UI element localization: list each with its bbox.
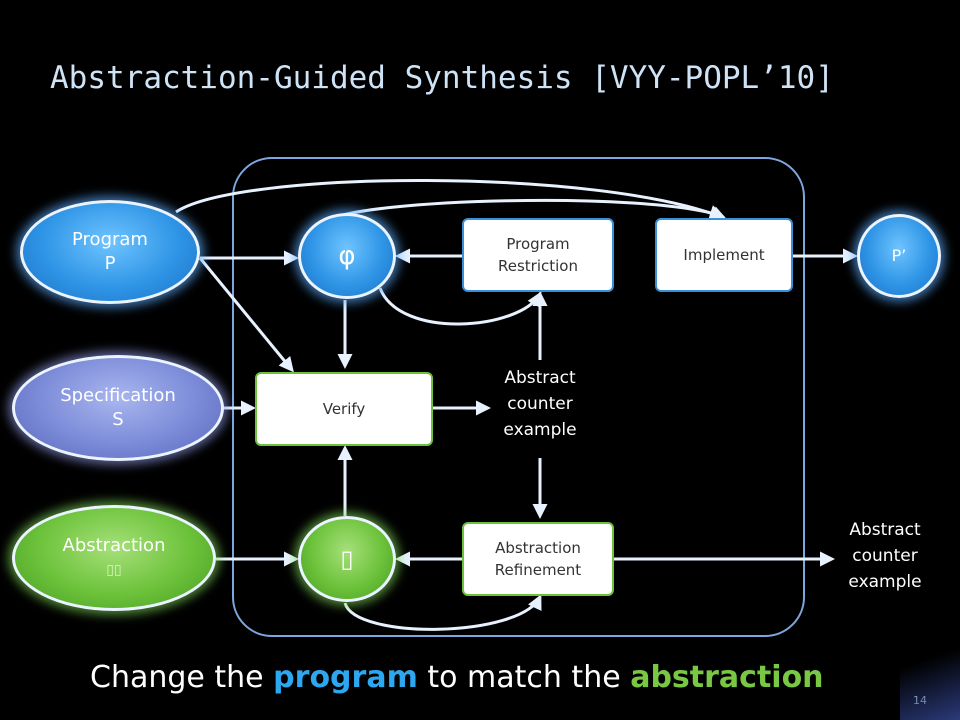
counterexample-outer-line2: counter [852,546,918,566]
specification-symbol: S [112,409,124,430]
caption-program-word: program [273,660,418,695]
alpha-symbol: ▯ [340,545,354,573]
program-restriction-box: Program Restriction [462,218,614,292]
program-input: Program P [20,200,200,304]
slide-caption: Change the program to match the abstract… [90,660,824,695]
caption-part2: to match the [417,660,631,695]
counterexample-inner-line2: counter [507,394,573,414]
arrow-alpha-loop-to-refinement [343,594,542,631]
corner-decoration [900,620,960,720]
alpha-node: ▯ [298,516,396,602]
abstraction-refinement-line2: Refinement [494,561,582,579]
counterexample-inner-line1: Abstract [504,368,576,388]
counterexample-outer-label: Abstract counter example [835,517,935,595]
arrow-phi-loop-to-restriction [378,287,542,326]
counterexample-inner-label: Abstract counter example [480,365,600,443]
caption-abstraction-word: abstraction [630,660,824,695]
verify-box: Verify [255,372,433,446]
abstraction-label: Abstraction [62,535,166,556]
phi-node: φ [298,213,396,299]
output-program-label: P’ [891,246,907,265]
implement-label: Implement [683,246,765,264]
arrow-phi-to-implement [329,198,725,222]
program-restriction-line2: Restriction [498,257,578,275]
abstraction-refinement-line1: Abstraction [495,539,581,557]
output-program-node: P’ [857,214,941,298]
program-restriction-line1: Program [506,235,570,253]
program-symbol: P [104,253,116,274]
specification-label: Specification [60,385,176,406]
slide-title: Abstraction-Guided Synthesis [VYY-POPL’1… [50,60,834,96]
arrow-program-to-verify [198,257,294,373]
abstraction-refinement-box: Abstraction Refinement [462,522,614,596]
verify-label: Verify [322,400,366,418]
counterexample-inner-line3: example [503,420,577,440]
caption-part1: Change the [90,660,274,695]
specification-input: Specification S [12,355,224,461]
counterexample-outer-line3: example [848,572,922,592]
phi-symbol: φ [338,241,356,271]
arrow-program-to-implement [175,179,727,221]
abstraction-input: Abstraction ▯▯ [12,505,216,611]
synthesis-loop-container [232,157,805,637]
abstraction-symbol: ▯▯ [106,562,122,578]
program-label: Program [72,229,148,250]
counterexample-outer-line1: Abstract [849,520,921,540]
implement-box: Implement [655,218,793,292]
